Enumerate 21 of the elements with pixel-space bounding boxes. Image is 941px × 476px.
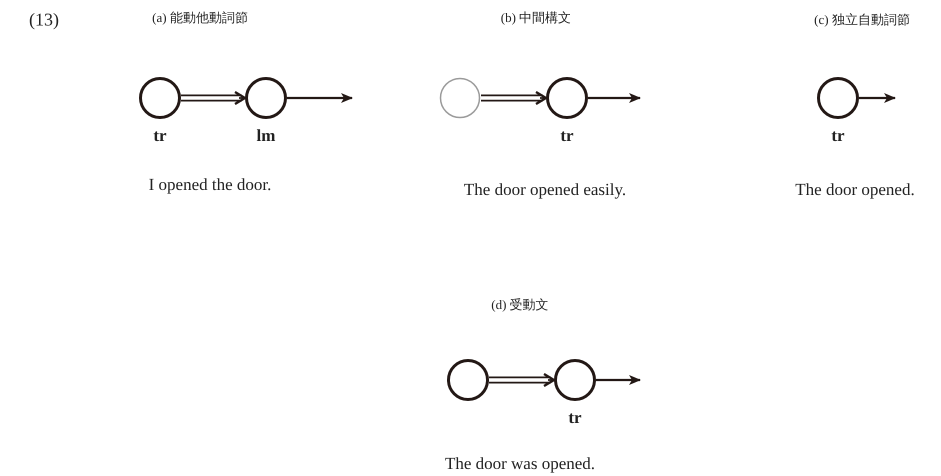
example-sentence: I opened the door. (148, 175, 272, 195)
example-number: (13) (29, 10, 59, 30)
role-label: tr (560, 126, 574, 146)
double-arrow (180, 90, 246, 106)
panel-heading: (d) 受動文 (491, 296, 549, 314)
example-sentence: The door opened. (795, 180, 915, 200)
role-label: tr (568, 408, 582, 428)
role-label: lm (256, 126, 276, 146)
arrow (859, 93, 896, 103)
role-label: tr (831, 126, 845, 146)
panel-heading: (c) 独立自動詞節 (814, 11, 910, 29)
example-sentence: The door was opened. (444, 454, 596, 474)
example-sentence: The door opened easily. (464, 180, 626, 200)
arrow (588, 93, 641, 103)
panel-heading: (b) 中間構文 (500, 9, 572, 27)
double-arrow (480, 90, 548, 106)
arrow (287, 93, 353, 103)
panel-heading: (a) 能動他動詞節 (152, 9, 248, 27)
arrow (596, 375, 641, 385)
double-arrow (488, 372, 556, 388)
role-label: tr (153, 126, 167, 146)
